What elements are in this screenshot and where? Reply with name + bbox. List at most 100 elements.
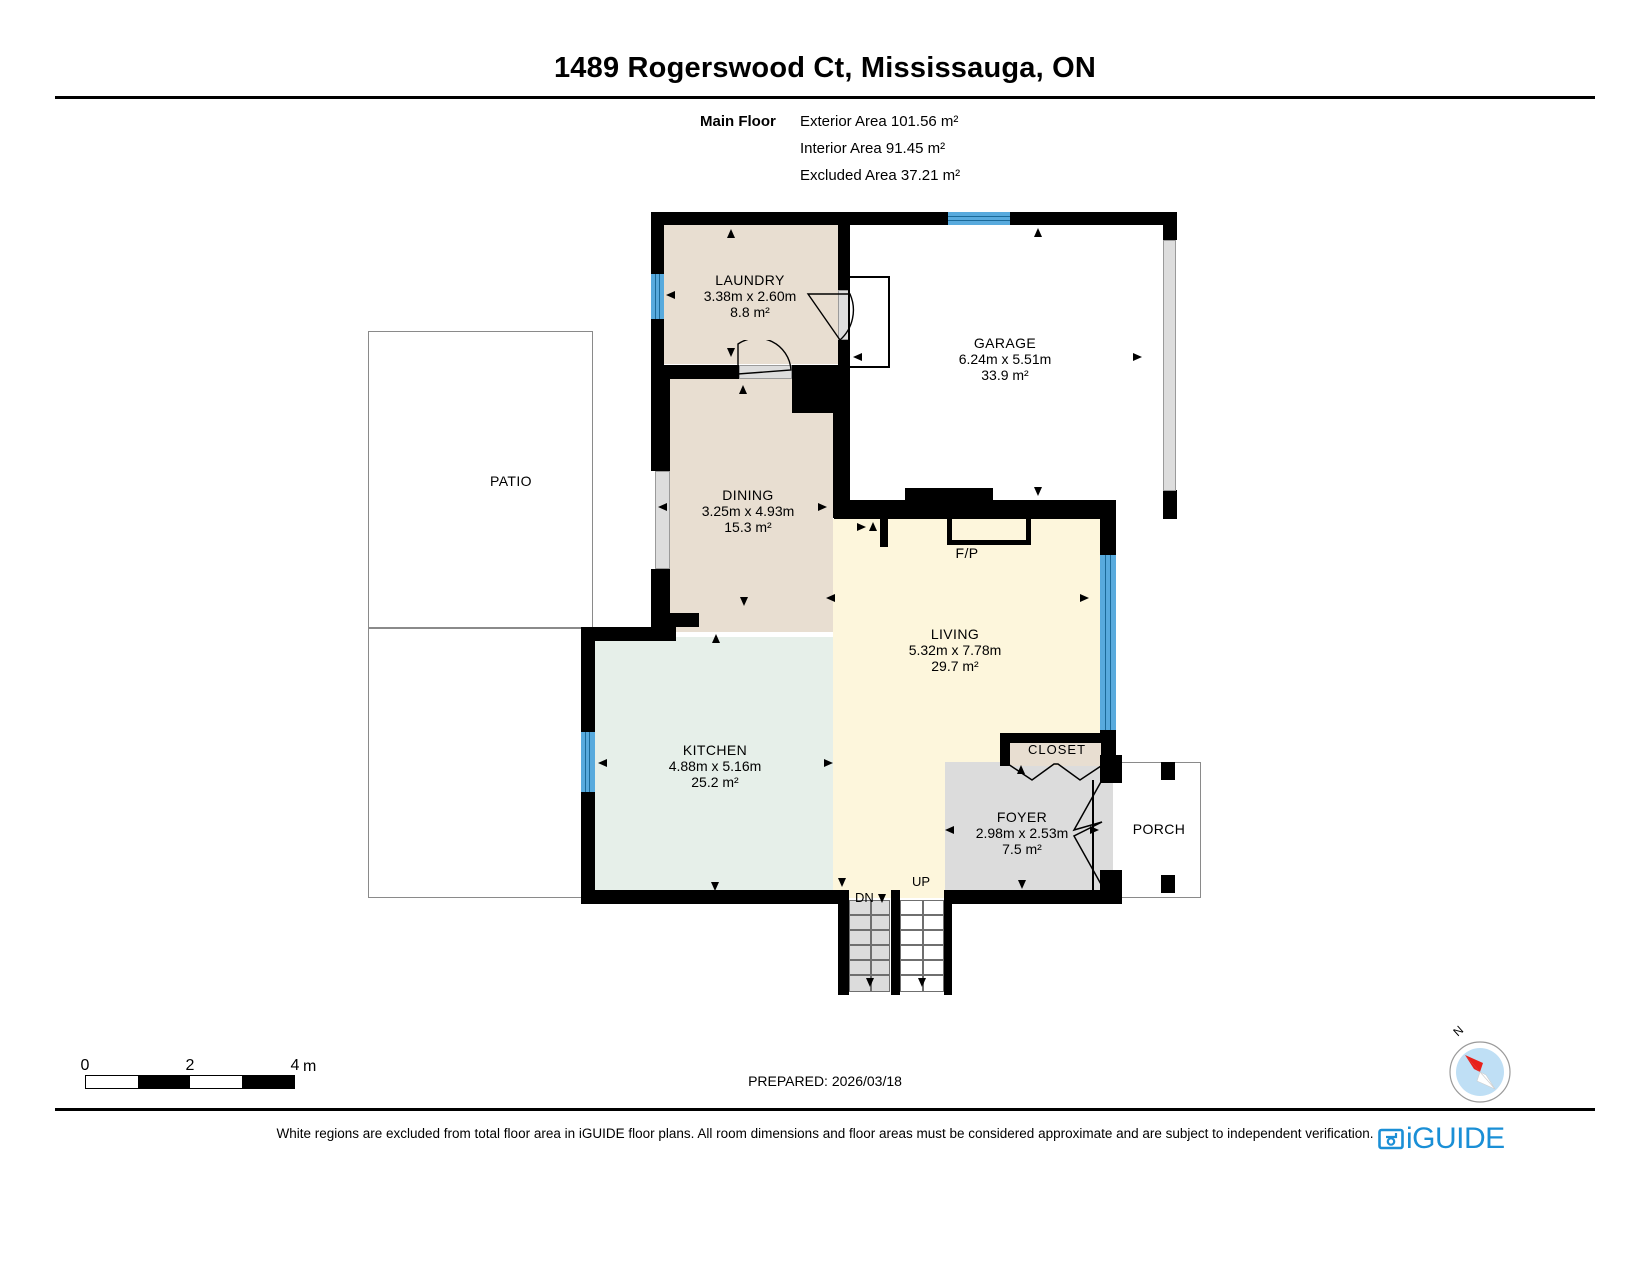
wall-dining-left-lower: [651, 569, 670, 625]
door-frame-laundry-garage-2: [848, 276, 890, 278]
dim-arrow: [1133, 353, 1142, 361]
wall-kitchen-left-upper: [581, 627, 595, 732]
stair-tread: [901, 946, 943, 961]
scale-ticks: 0 2 4: [81, 1057, 300, 1075]
wall-laundry-left-upper: [651, 212, 664, 274]
stair-spine: [922, 901, 924, 991]
wall-bottom-kitchen: [581, 890, 845, 904]
stair-tread: [901, 901, 943, 916]
label-garage: GARAGE 6.24m x 5.51m 33.9 m²: [959, 335, 1052, 383]
dim-arrow: [1080, 594, 1089, 602]
dim-arrow: [1017, 765, 1025, 774]
foyer-threshold: [1095, 762, 1113, 898]
room-kitchen: [593, 637, 833, 898]
label-kitchen: KITCHEN 4.88m x 5.16m 25.2 m²: [669, 742, 762, 790]
dim-arrow: [598, 759, 607, 767]
stairs-up-label: UP: [912, 874, 931, 889]
window-living-right: [1100, 555, 1116, 730]
wall-kitchen-left-lower: [581, 792, 595, 898]
garage-door: [1163, 240, 1176, 491]
wall-foyer-porch-lower: [1100, 870, 1122, 904]
stair-tread: [901, 931, 943, 946]
page-title: 1489 Rogerswood Ct, Mississauga, ON: [553, 52, 1097, 84]
foyer-dim: 2.98m x 2.53m: [975, 825, 1069, 841]
compass-icon: [1449, 1041, 1511, 1103]
living-dim: 5.32m x 7.78m: [908, 642, 1002, 658]
floorplan-drawing: DN UP LAUNDRY 3.38m x 2.60m 8.8 m² GARAG…: [368, 212, 1201, 995]
living-area: 29.7 m²: [931, 658, 979, 674]
iguide-wordmark: iGUIDE: [1406, 1122, 1505, 1155]
dim-arrow: [869, 522, 877, 531]
garage-area: 33.9 m²: [981, 367, 1029, 383]
wall-dining-left-upper: [651, 365, 670, 471]
wall-foyer-porch-upper: [1100, 755, 1122, 783]
header-divider: [55, 96, 1595, 99]
dining-name: DINING: [722, 487, 774, 503]
stair-tread: [901, 916, 943, 931]
dim-arrow: [712, 634, 720, 643]
dim-arrow: [711, 882, 719, 891]
wall-closet-left: [1000, 733, 1010, 766]
porch-name: PORCH: [1132, 821, 1186, 837]
dim-arrow: [727, 229, 735, 238]
door-closet-bifold[interactable]: [1006, 762, 1106, 784]
wall-laundry-left-lower: [651, 318, 664, 365]
dim-arrow: [824, 759, 833, 767]
window-garage-top: [948, 212, 1010, 225]
wall-garage-right-bottom: [1163, 490, 1177, 519]
door-front-entry[interactable]: [1058, 778, 1118, 890]
wall-laundry-bottom-left: [651, 365, 739, 379]
scale-unit: m: [303, 1058, 317, 1075]
dim-arrow: [1090, 826, 1099, 834]
living-name: LIVING: [930, 626, 980, 642]
room-foyer: [945, 762, 1111, 898]
disclaimer-text: White regions are excluded from total fl…: [276, 1126, 1374, 1141]
excluded-area-text: Excluded Area 37.21 m²: [800, 167, 961, 184]
dim-arrow: [818, 503, 827, 511]
patio-name: PATIO: [490, 473, 532, 489]
door-frame-laundry-garage: [848, 276, 850, 368]
garage-dim: 6.24m x 5.51m: [958, 351, 1052, 367]
stairs-dn-caret: [878, 894, 886, 903]
stair-tread: [850, 946, 889, 961]
dim-arrow: [853, 353, 862, 361]
wall-garage-bottom: [834, 500, 1116, 519]
stairs-down[interactable]: [849, 900, 890, 992]
door-laundry-garage[interactable]: [838, 290, 850, 340]
patio-door-dining: [655, 471, 670, 569]
scale-tick-0: 0: [80, 1057, 90, 1074]
door-frame-front-entry: [1092, 780, 1094, 892]
wall-stair-right: [944, 890, 952, 995]
dim-arrow: [658, 503, 667, 511]
door-swing-laundry-garage: [805, 288, 855, 348]
interior-area-text: Interior Area 91.45 m²: [800, 140, 946, 157]
foyer-area: 7.5 m²: [1002, 841, 1042, 857]
dim-arrow: [838, 878, 846, 887]
label-dining: DINING 3.25m x 4.93m 15.3 m²: [702, 487, 795, 535]
closet-interior: [1010, 743, 1101, 766]
stair-tread: [850, 901, 889, 916]
window-mullion: [589, 732, 590, 792]
footer-divider: [55, 1108, 1595, 1111]
iguide-mark-icon: [1378, 1128, 1404, 1150]
stair-tread: [850, 931, 889, 946]
stairs-down-arrow: [866, 978, 874, 987]
iguide-logo[interactable]: iGUIDE: [1378, 1122, 1505, 1156]
dim-arrow: [1034, 228, 1042, 237]
window-kitchen-left: [581, 732, 595, 792]
prepared-date: PREPARED: 2026/03/18: [748, 1073, 902, 1089]
window-laundry-left: [651, 274, 664, 319]
scale-bar: 0 2 4 m: [81, 1057, 316, 1089]
dim-arrow: [740, 597, 748, 606]
wall-living-right-upper: [1100, 519, 1116, 555]
kitchen-name: KITCHEN: [682, 742, 748, 758]
stairs-up[interactable]: [900, 900, 944, 992]
fireplace-outline-bottom: [947, 540, 1031, 545]
wall-top-exterior: [651, 212, 1175, 225]
wall-closet-top: [1000, 733, 1105, 743]
label-living: LIVING 5.32m x 7.78m 29.7 m²: [909, 626, 1002, 674]
kitchen-dim: 4.88m x 5.16m: [668, 758, 762, 774]
stair-tread: [850, 961, 889, 976]
